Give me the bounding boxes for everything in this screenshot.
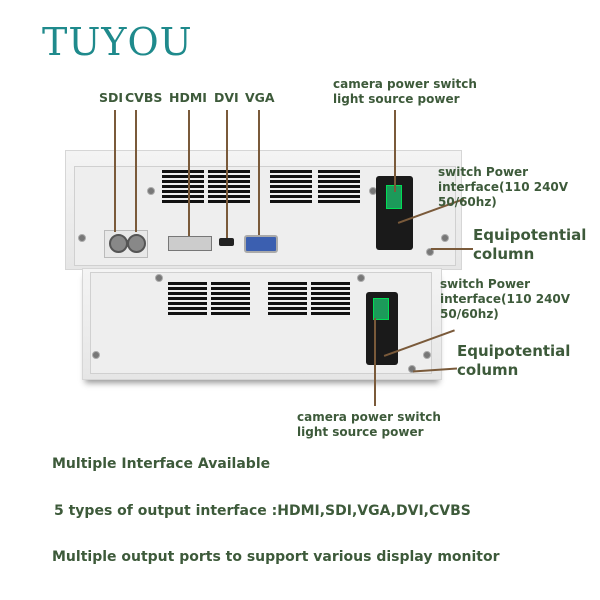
text-line: Equipotential — [473, 226, 587, 244]
bottom-power-switch — [373, 298, 389, 320]
leader-line — [135, 110, 137, 232]
top-equipotential-post — [426, 248, 434, 256]
top-equipotential-label: Equipotential column — [473, 226, 586, 264]
label-hdmi: HDMI — [169, 90, 207, 105]
text-line: column — [457, 361, 519, 379]
screw — [357, 274, 365, 282]
screw — [78, 234, 86, 242]
label-dvi: DVI — [214, 90, 239, 105]
bnc-ports — [104, 230, 148, 258]
text-line: switch Power — [440, 277, 531, 291]
leader-line — [374, 318, 376, 406]
vga-port — [244, 235, 278, 253]
screw — [155, 274, 163, 282]
vent — [162, 170, 204, 203]
bottom-equipotential-label: Equipotential column — [457, 342, 570, 380]
screw — [147, 187, 155, 195]
top-switch-power-label: switch Power interface(110 240V 50/60hz) — [438, 165, 568, 210]
top-camera-power-label: camera power switch light source power — [333, 77, 477, 107]
vent — [270, 170, 312, 203]
screw — [441, 234, 449, 242]
vent — [318, 170, 360, 203]
text-line: camera power switch — [297, 410, 441, 424]
label-cvbs: CVBS — [125, 90, 163, 105]
bottom-camera-power-label: camera power switch light source power — [297, 410, 441, 440]
text-line: light source power — [333, 92, 460, 106]
text-line: 50/60hz) — [440, 307, 499, 321]
text-line: 50/60hz) — [438, 195, 497, 209]
hdmi-port — [219, 238, 234, 246]
leader-line — [258, 110, 260, 235]
vent — [211, 282, 250, 315]
vent — [311, 282, 350, 315]
leader-line — [188, 110, 190, 236]
text-line: light source power — [297, 425, 424, 439]
text-line: Equipotential — [457, 342, 571, 360]
feature-text: Multiple output ports to support various… — [52, 549, 500, 565]
leader-line — [431, 248, 473, 250]
leader-line — [394, 110, 396, 192]
text-line: camera power switch — [333, 77, 477, 91]
vent — [168, 282, 207, 315]
feature-text: Multiple Interface Available — [52, 456, 271, 472]
sdi-port — [109, 234, 128, 253]
text-line: column — [473, 245, 535, 263]
text-line: interface(110 240V — [440, 292, 571, 306]
dvi-port — [168, 236, 212, 251]
brand-logo: TUYOU — [42, 20, 193, 64]
cvbs-port — [127, 234, 146, 253]
vent — [208, 170, 250, 203]
bottom-equipotential-post — [408, 365, 416, 373]
label-sdi: SDI — [99, 90, 124, 105]
label-vga: VGA — [245, 90, 275, 105]
text-line: interface(110 240V — [438, 180, 569, 194]
text-line: switch Power — [438, 165, 529, 179]
leader-line — [226, 110, 228, 238]
bottom-switch-power-label: switch Power interface(110 240V 50/60hz) — [440, 277, 570, 322]
feature-text: 5 types of output interface :HDMI,SDI,VG… — [54, 503, 471, 519]
leader-line — [114, 110, 116, 232]
screw — [92, 351, 100, 359]
screw — [423, 351, 431, 359]
vent — [268, 282, 307, 315]
